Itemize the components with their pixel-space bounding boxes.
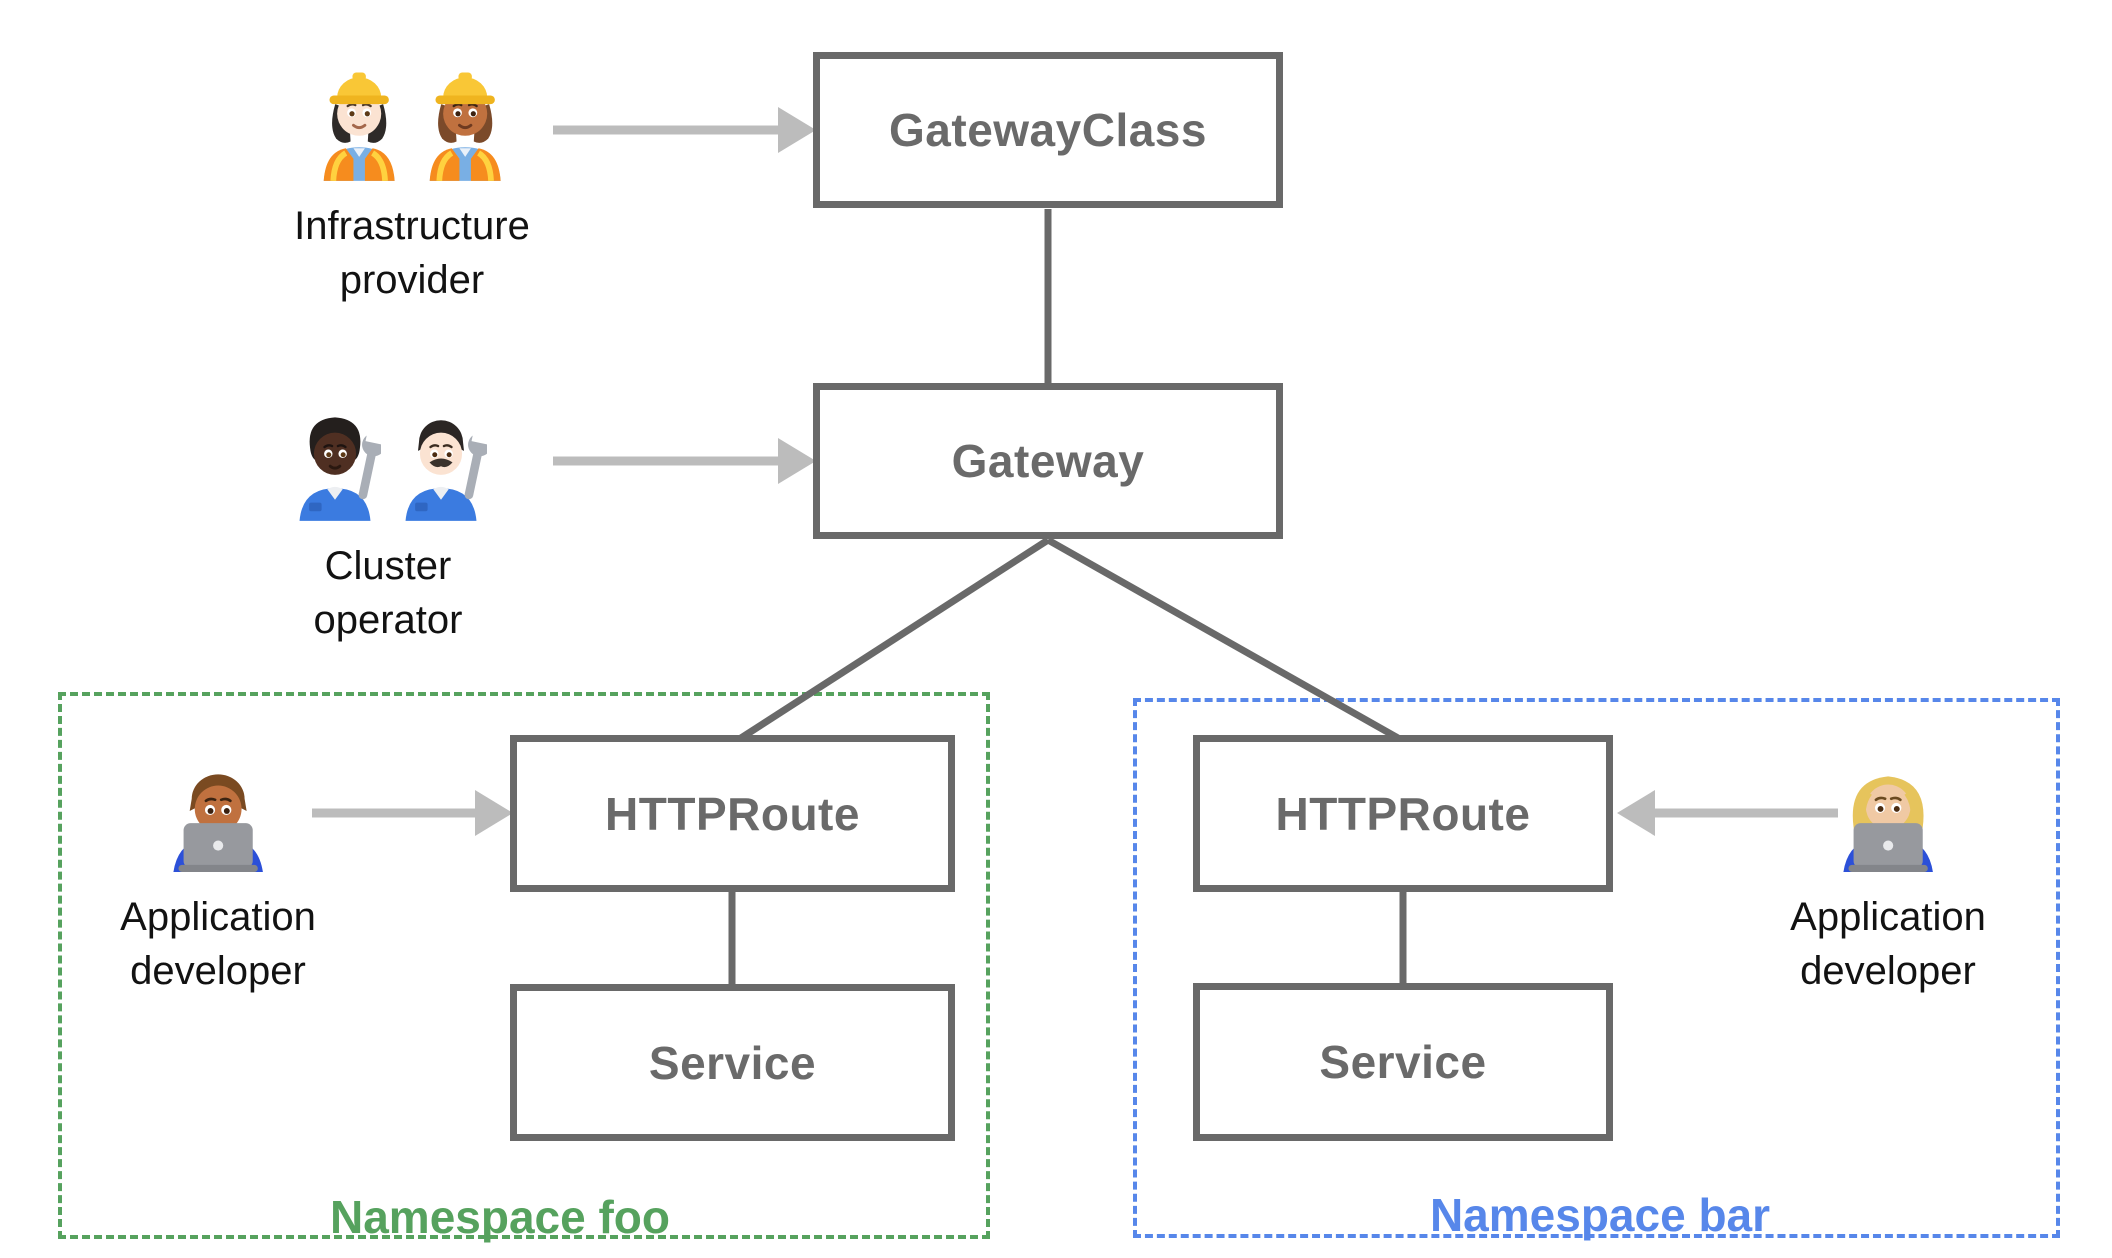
node-httproute-bar-label: HTTPRoute bbox=[1275, 787, 1531, 840]
cluster-operator-label: Cluster operator bbox=[314, 539, 463, 647]
persona-application-developer-foo: Application developer bbox=[120, 752, 316, 998]
namespace-foo-box bbox=[58, 692, 990, 1239]
application-developer-bar-label: Application developer bbox=[1790, 890, 1986, 998]
application-developer-foo-label-line2: developer bbox=[130, 949, 306, 993]
woman-technologist-medium-light-skin-icon bbox=[1843, 776, 1933, 872]
persona-infrastructure-provider: Infrastructure provider bbox=[294, 58, 530, 307]
application-developer-bar-icons bbox=[1835, 752, 1941, 872]
man-mechanic-light-skin-icon bbox=[405, 420, 487, 521]
node-httproute-foo: HTTPRoute bbox=[510, 735, 955, 892]
woman-construction-worker-light-skin-icon bbox=[323, 72, 395, 181]
namespace-bar-box bbox=[1133, 698, 2060, 1238]
node-gateway: Gateway bbox=[813, 383, 1283, 539]
edge-gateway-to-httproute-bar bbox=[1046, 536, 1400, 742]
application-developer-bar-label-line2: developer bbox=[1800, 949, 1976, 993]
node-httproute-foo-label: HTTPRoute bbox=[605, 787, 860, 840]
infrastructure-provider-label: Infrastructure provider bbox=[294, 199, 530, 307]
application-developer-foo-icons bbox=[165, 752, 271, 872]
node-gatewayclass-label: GatewayClass bbox=[889, 104, 1207, 156]
arrow-cluster-operator-to-gateway bbox=[553, 438, 816, 484]
cluster-operator-label-line1: Cluster bbox=[324, 544, 452, 588]
person-mechanic-dark-skin-icon bbox=[299, 417, 381, 521]
cluster-operator-label-line2: operator bbox=[313, 598, 463, 642]
node-service-bar: Service bbox=[1193, 983, 1613, 1141]
node-service-bar-label: Service bbox=[1319, 1036, 1487, 1088]
node-service-foo: Service bbox=[510, 984, 955, 1141]
namespace-bar-label: Namespace bar bbox=[1429, 1189, 1771, 1241]
node-gatewayclass: GatewayClass bbox=[813, 52, 1283, 208]
application-developer-foo-label-line1: Application bbox=[120, 895, 316, 939]
arrow-app-developer-to-httproute-bar bbox=[1617, 790, 1838, 836]
man-technologist-medium-skin-icon bbox=[173, 774, 263, 872]
application-developer-bar-label-line1: Application bbox=[1790, 895, 1986, 939]
arrow-app-developer-to-httproute-foo bbox=[312, 790, 513, 836]
infrastructure-provider-label-line1: Infrastructure bbox=[294, 204, 530, 248]
cluster-operator-icons bbox=[289, 398, 487, 521]
application-developer-foo-label: Application developer bbox=[120, 890, 316, 998]
edge-gateway-to-httproute-foo bbox=[739, 537, 1050, 741]
node-service-foo-label: Service bbox=[648, 1036, 817, 1089]
persona-cluster-operator: Cluster operator bbox=[289, 398, 487, 647]
namespace-foo-label: Namespace foo bbox=[329, 1191, 671, 1243]
persona-application-developer-bar: Application developer bbox=[1790, 752, 1986, 998]
arrow-infrastructure-provider-to-gatewayclass bbox=[553, 107, 816, 153]
infrastructure-provider-icons bbox=[313, 58, 511, 181]
node-gateway-label: Gateway bbox=[951, 435, 1145, 487]
woman-construction-worker-medium-skin-icon bbox=[429, 72, 501, 181]
infrastructure-provider-label-line2: provider bbox=[339, 258, 485, 302]
node-httproute-bar: HTTPRoute bbox=[1193, 735, 1613, 892]
